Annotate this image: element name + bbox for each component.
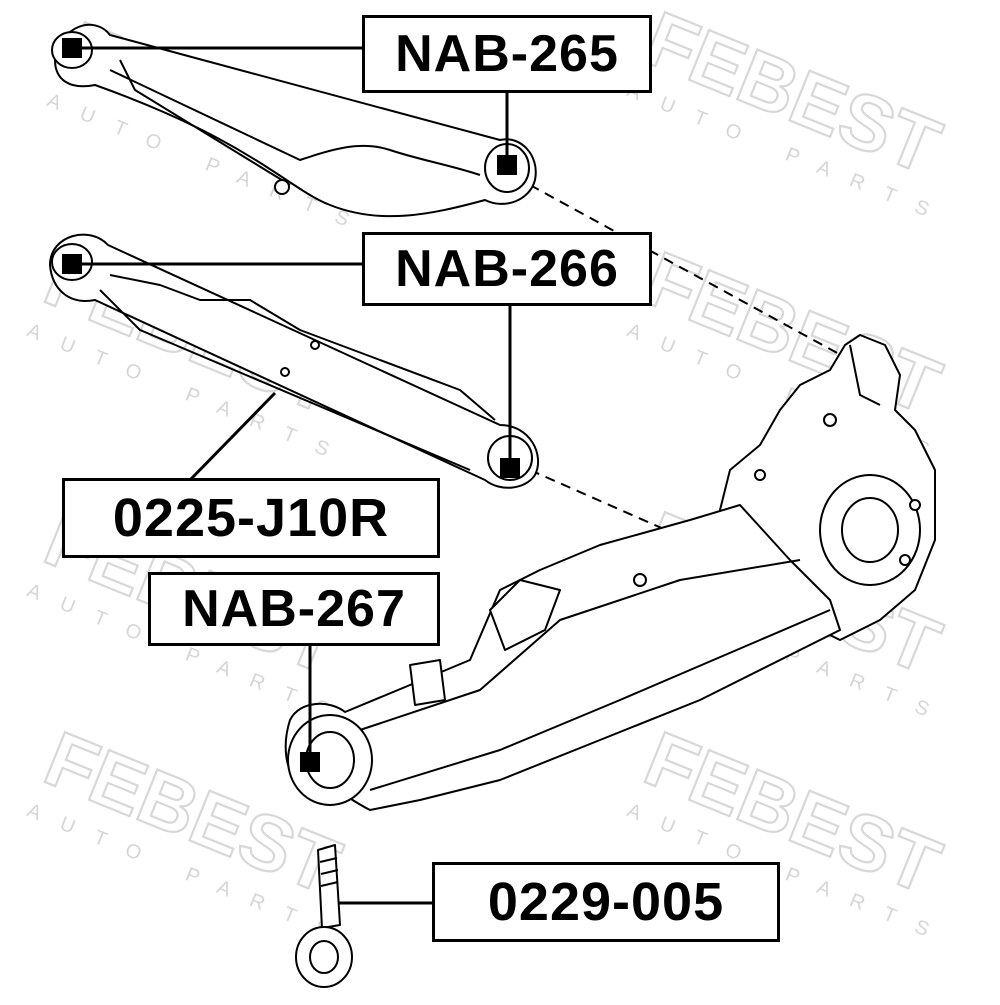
bushing-marker (300, 752, 320, 772)
bushing-markers (62, 38, 520, 772)
leader-lines (82, 46, 512, 905)
part-label-nab-265: NAB-265 (362, 15, 652, 93)
part-label-nab-267: NAB-267 (148, 572, 440, 646)
part-label-nab-266: NAB-266 (362, 232, 652, 306)
bushing-marker (497, 155, 517, 175)
bushing-marker (62, 38, 82, 58)
eccentric-bolt (295, 844, 353, 988)
part-label-0229-005: 0229-005 (432, 862, 780, 942)
lower-control-arm (49, 233, 540, 489)
bushing-marker (500, 458, 520, 478)
part-label-0225-j10r: 0225-J10R (62, 478, 440, 558)
bushing-marker (62, 254, 82, 274)
watermark: FEBEST AUTO PARTS (624, 0, 953, 229)
